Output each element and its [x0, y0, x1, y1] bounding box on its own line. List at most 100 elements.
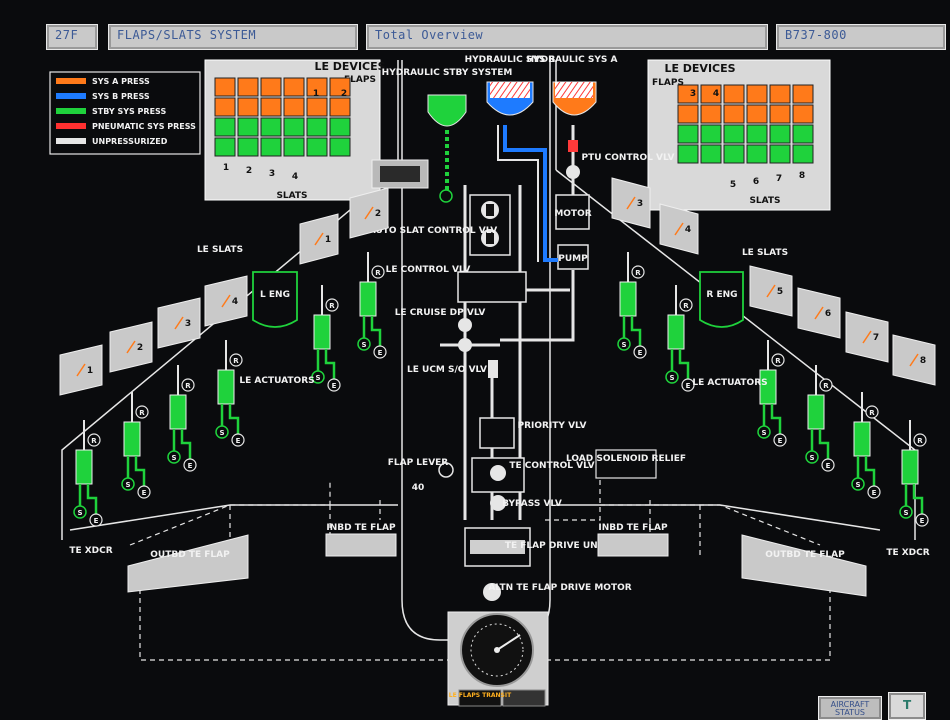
le-indicator-cell	[677, 124, 699, 144]
supply-port	[215, 425, 229, 439]
le-indicator-cell	[746, 124, 768, 144]
retract-port-label: R	[329, 302, 335, 310]
legend-swatch-4	[56, 138, 86, 144]
left-slat-number: 3	[269, 169, 275, 179]
le-indicator-cell	[677, 144, 699, 164]
stby-reservoir-label: HYDRAULIC STBY SYSTEM	[382, 68, 513, 78]
le-indicator-cell	[260, 137, 282, 157]
right-slat-number: 7	[776, 174, 782, 184]
left-flap-number: 2	[341, 89, 347, 99]
extend-port	[327, 378, 341, 392]
retract-port-label: R	[917, 437, 923, 445]
right-slat-panel-6-number: 6	[825, 309, 831, 319]
le-indicator-cell	[792, 84, 814, 104]
extend-port-label: E	[826, 462, 831, 470]
legend-label-4: UNPRESSURIZED	[92, 137, 168, 146]
extend-port	[821, 458, 835, 472]
left-outbd-te-flap	[127, 534, 249, 593]
le-indicator-cell	[746, 84, 768, 104]
retract-port-label: R	[869, 409, 875, 417]
le-indicator-cell	[700, 84, 722, 104]
flap-position-gauge: LE FLAPS TRANSIT	[447, 611, 549, 707]
ptu-label: PTU CONTROL VLV	[582, 153, 675, 163]
le-indicator-cell	[677, 104, 699, 124]
le-indicator-cell	[283, 117, 305, 137]
extend-port-label: E	[142, 489, 147, 497]
le-indicator-cell	[306, 77, 328, 97]
left-le-slats-label: LE SLATS	[197, 245, 243, 255]
extend-port	[89, 513, 103, 527]
r-eng-label: R ENG	[706, 290, 737, 300]
le-indicator-cell	[769, 84, 791, 104]
le-indicator-cell	[329, 77, 351, 97]
le-indicator-cell	[677, 84, 699, 104]
le-indicator-cell	[283, 97, 305, 117]
aircraft-type-field[interactable]: B737-800	[776, 24, 946, 50]
pump-box	[557, 244, 589, 270]
le-indicator-cell	[237, 77, 259, 97]
sys-a-reservoir: HYDRAULIC SYS A	[527, 55, 618, 116]
legend-swatch-2	[56, 108, 86, 114]
auto-slat-label: AUTO SLAT CONTROL VLV	[369, 226, 498, 236]
aircraft-status-button[interactable]: AIRCRAFT STATUS	[818, 696, 882, 720]
left-flap-number: 1	[313, 89, 319, 99]
right-te-xdcr-label: TE XDCR	[886, 548, 929, 558]
right-le-actuator-4	[853, 421, 871, 457]
le-indicator-cell	[237, 97, 259, 117]
supply-port	[311, 370, 325, 384]
extend-port	[373, 345, 387, 359]
system-title-field[interactable]: FLAPS/SLATS SYSTEM	[108, 24, 358, 50]
right-slat-number: 5	[730, 180, 736, 190]
page-id-field[interactable]: 27F	[46, 24, 98, 50]
legend-swatch-1	[56, 93, 86, 99]
left-le-actuator-3	[217, 369, 235, 405]
right-flap-number: 4	[713, 89, 719, 99]
motor-label: MOTOR	[554, 209, 591, 219]
supply-port-label: S	[219, 429, 224, 437]
supply-port-label: S	[669, 374, 674, 382]
right-le-slats-label: LE SLATS	[742, 248, 788, 258]
supply-port-label: S	[903, 509, 908, 517]
sys-b-pressure-line	[503, 125, 558, 262]
retract-port-label: R	[139, 409, 145, 417]
supply-port	[73, 505, 87, 519]
left-engine	[252, 271, 298, 328]
le-indicator-cell	[792, 124, 814, 144]
left-slat-panel-3-number: 3	[185, 319, 191, 329]
extend-port	[915, 513, 929, 527]
le-indicator-cell	[306, 137, 328, 157]
right-le-actuator-0	[619, 281, 637, 317]
left-le-actuators-label: LE ACTUATORS	[239, 376, 314, 386]
supply-port	[805, 450, 819, 464]
extend-port-label: E	[778, 437, 783, 445]
pump-label: PUMP	[558, 254, 588, 264]
retract-port	[819, 378, 833, 392]
right-le-actuator-2	[759, 369, 777, 405]
extend-port	[867, 485, 881, 499]
left-le-flap-panel-2-number: 2	[375, 209, 381, 219]
retract-port	[181, 378, 195, 392]
retract-port-label: R	[683, 302, 689, 310]
aircraft-type-text: B737-800	[785, 28, 847, 42]
sys-b-label: HYDRAULIC SYS B	[465, 55, 556, 65]
le-indicator-cell	[769, 144, 791, 164]
le-indicator-cell	[214, 77, 236, 97]
extend-port-label: E	[686, 382, 691, 390]
left-slat-number: 2	[246, 166, 252, 176]
view-title-field[interactable]: Total Overview	[366, 24, 768, 50]
supply-port	[757, 425, 771, 439]
le-indicator-cell	[723, 84, 745, 104]
priority-valve-box	[479, 417, 515, 449]
t-button[interactable]: T	[888, 692, 926, 720]
right-le-actuator-5	[901, 449, 919, 485]
right-le-actuators-label: LE ACTUATORS	[692, 378, 767, 388]
extend-port	[231, 433, 245, 447]
te-control-label: TE CONTROL VLV	[509, 461, 594, 471]
flap-lever-label: FLAP LEVER	[388, 458, 449, 468]
sys-a-label: HYDRAULIC SYS A	[527, 55, 618, 65]
le-indicator-cell	[700, 144, 722, 164]
supply-port	[357, 337, 371, 351]
retract-port	[371, 265, 385, 279]
retract-port-label: R	[775, 357, 781, 365]
